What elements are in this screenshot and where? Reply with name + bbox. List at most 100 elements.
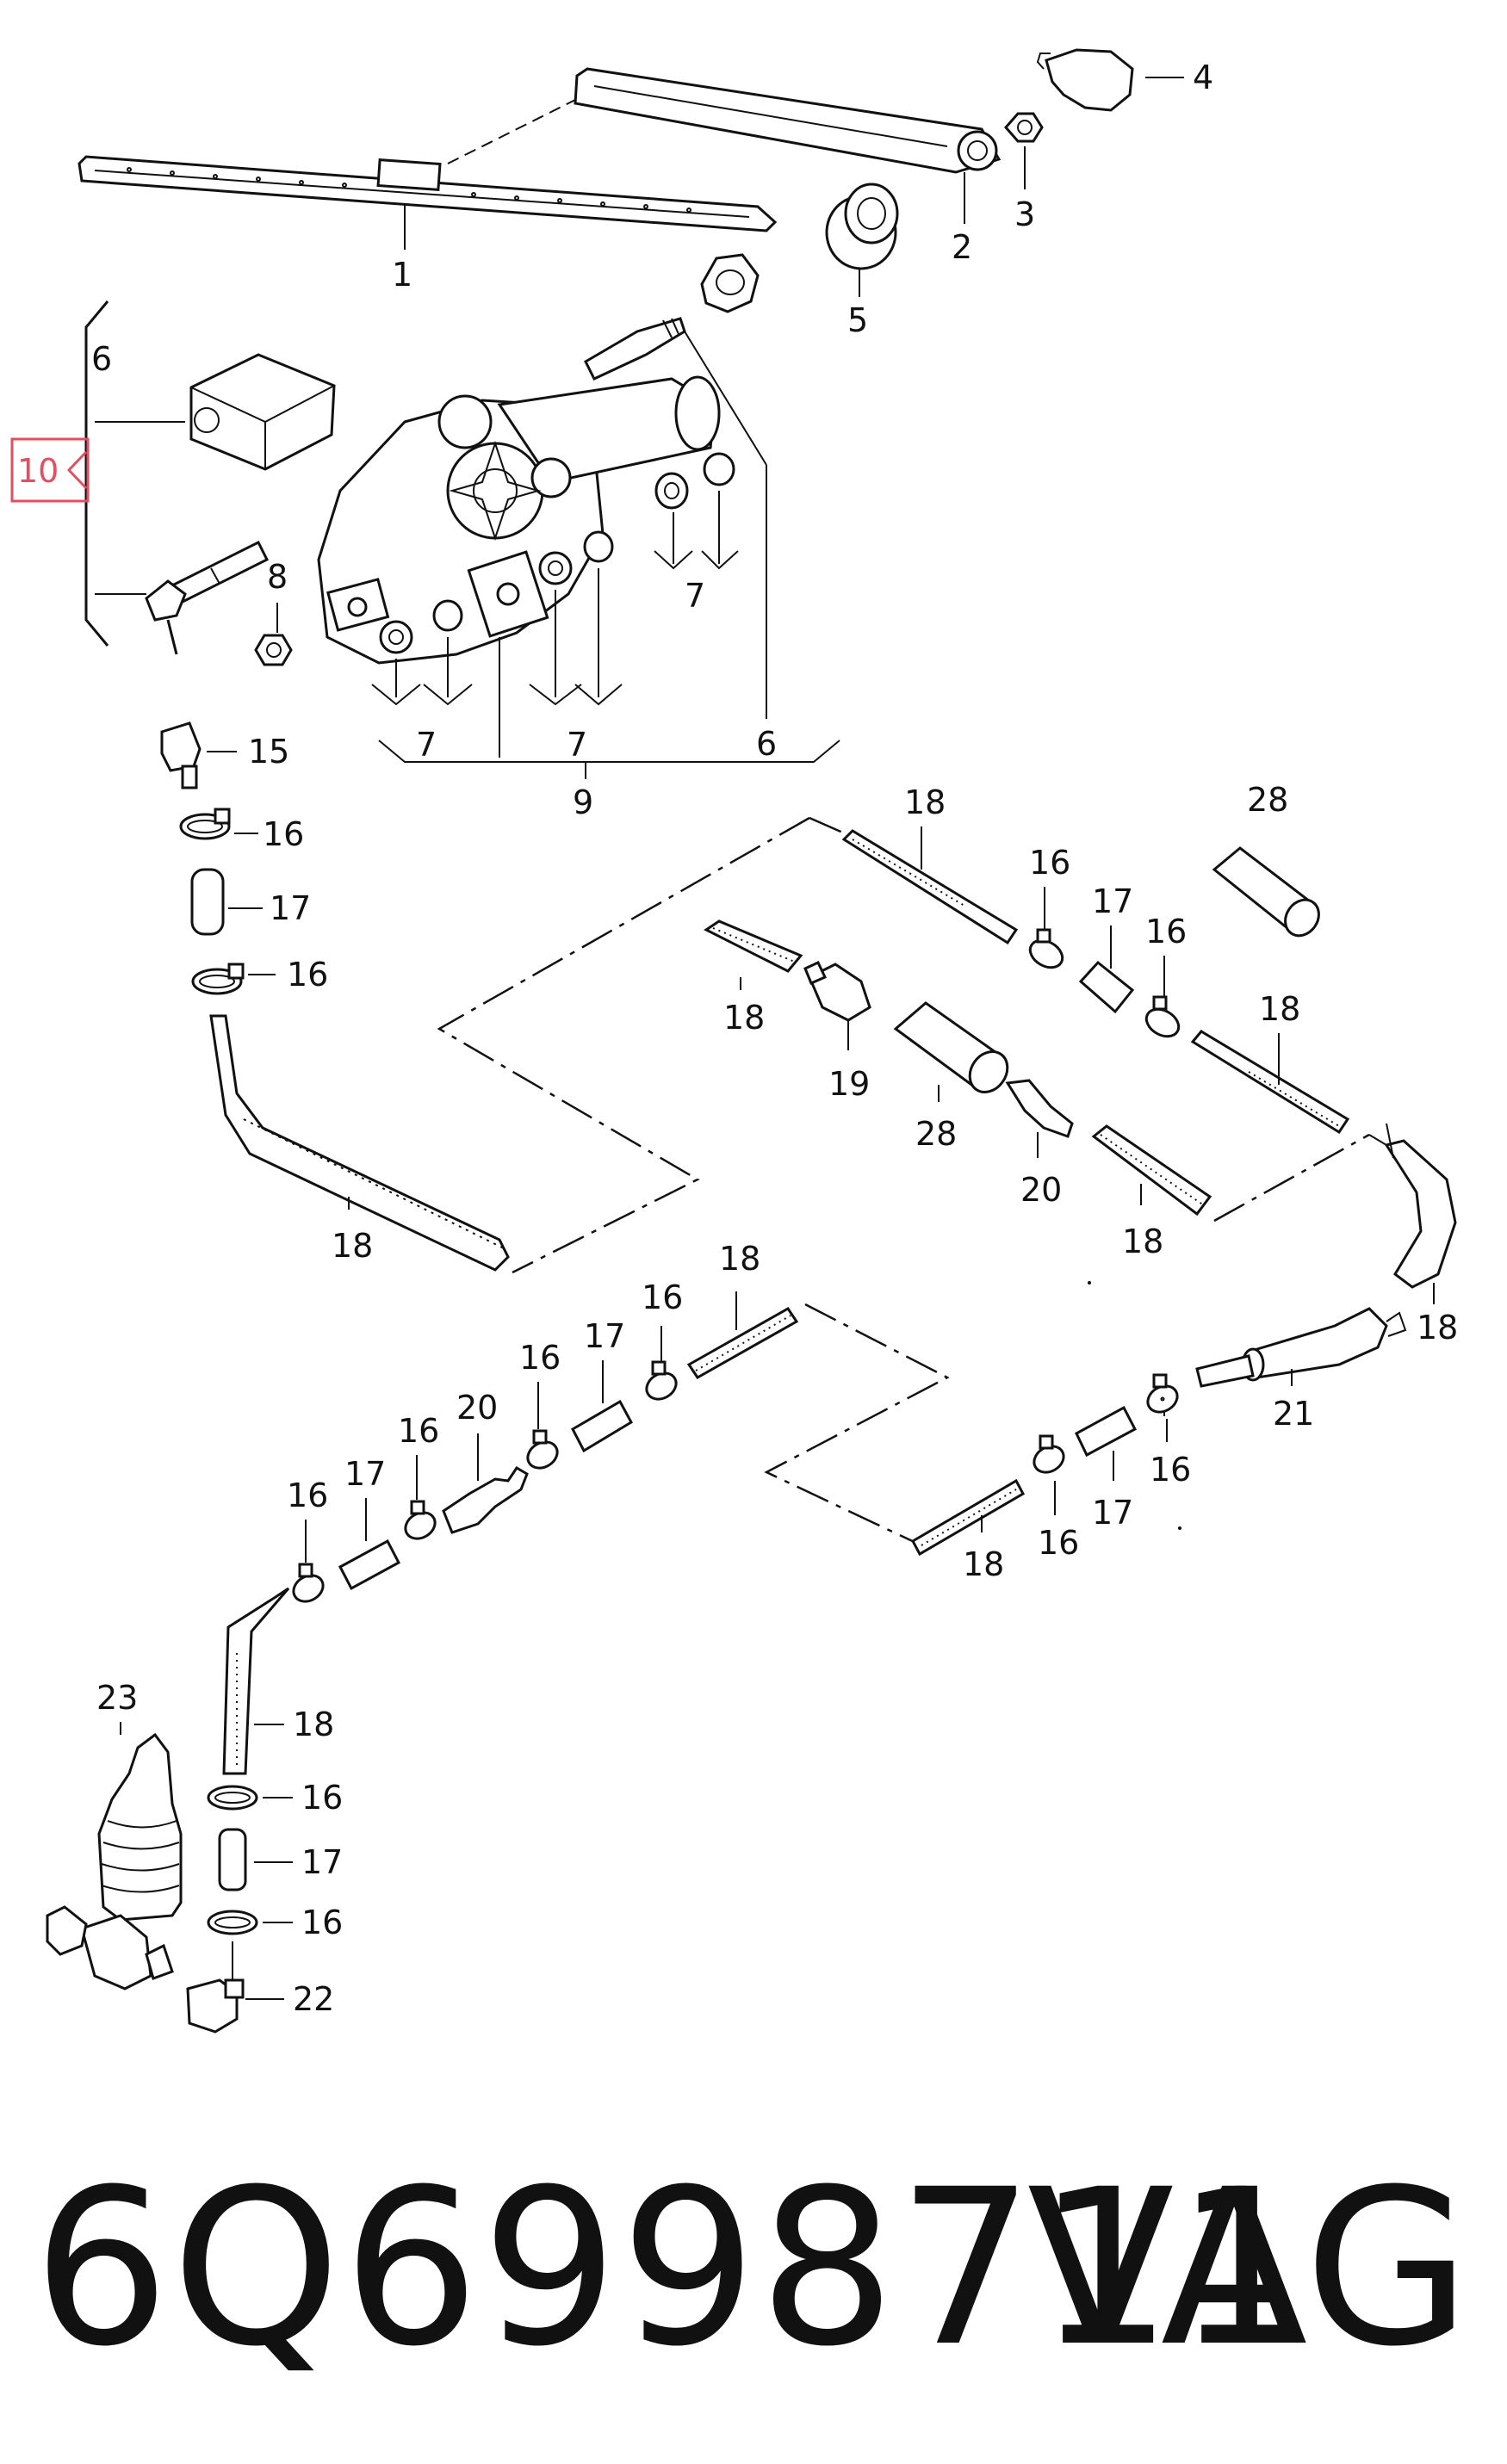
hose-17-e[interactable] <box>338 1538 401 1591</box>
brand-name: VAG <box>1026 2143 1471 2393</box>
hose-17-c[interactable] <box>1075 1405 1138 1458</box>
cover-cap[interactable] <box>1036 48 1134 112</box>
wiper-motor[interactable] <box>317 375 721 665</box>
corrugated-hose-lower-left[interactable] <box>686 1307 799 1379</box>
callout-10-box[interactable]: 10 <box>10 437 90 503</box>
speck <box>1178 1526 1181 1530</box>
hose-clamp-j[interactable] <box>288 1563 327 1607</box>
elbow-connector-22[interactable] <box>186 1941 245 2034</box>
callout-16-a: 16 <box>263 815 304 853</box>
callout-16-i: 16 <box>398 1412 439 1450</box>
hose-clamp-a[interactable] <box>179 808 231 840</box>
callout-6-right: 6 <box>756 725 777 763</box>
callout-18-i: 18 <box>293 1706 334 1743</box>
nut[interactable] <box>1004 112 1044 143</box>
callout-7-right: 7 <box>685 577 705 615</box>
callout-18-a: 18 <box>332 1227 373 1265</box>
connector-15[interactable] <box>160 721 202 789</box>
callout-20-upper: 20 <box>1020 1171 1062 1209</box>
callout-5: 5 <box>847 301 868 339</box>
hose-clamp-i[interactable] <box>400 1500 439 1544</box>
callout-10: 10 <box>17 452 59 490</box>
callout-21: 21 <box>1273 1395 1314 1433</box>
callout-16-j: 16 <box>287 1477 328 1514</box>
callout-16-b: 16 <box>287 956 328 994</box>
callout-16-f: 16 <box>1150 1451 1191 1489</box>
jet-connector[interactable] <box>145 579 187 655</box>
hose-17-a[interactable] <box>190 868 225 936</box>
drive-spindle[interactable] <box>584 317 686 381</box>
sleeve-28-upper[interactable] <box>1212 846 1325 942</box>
part-number: 6Q6998711 <box>33 2143 1314 2393</box>
callout-16-c: 16 <box>1029 844 1070 882</box>
corrugated-hose-middle[interactable] <box>704 919 803 973</box>
hex-nut[interactable] <box>254 634 293 666</box>
callout-22: 22 <box>293 1980 334 2018</box>
hose-clamp-d[interactable] <box>1142 995 1184 1042</box>
corrugated-hose-lower-right[interactable] <box>910 1478 1026 1557</box>
inline-filter[interactable] <box>1195 1307 1407 1388</box>
corrugated-hose-lower-mid[interactable] <box>1091 1124 1212 1217</box>
hose-17-d[interactable] <box>571 1399 634 1453</box>
footer: 6Q6998711 VAG <box>0 2127 1507 2411</box>
callout-23: 23 <box>96 1679 138 1717</box>
hose-clamp-f[interactable] <box>1143 1373 1181 1417</box>
callout-18-d: 18 <box>904 783 946 821</box>
callout-16-k: 16 <box>301 1779 343 1817</box>
rubber-mounts[interactable] <box>379 452 735 654</box>
hose-clamp-h[interactable] <box>523 1429 561 1473</box>
hose-clamp-e[interactable] <box>1029 1434 1068 1477</box>
callout-6-left: 6 <box>91 340 112 378</box>
callout-18-c: 18 <box>1122 1223 1163 1260</box>
callout-7-left: 7 <box>416 726 437 764</box>
callout-16-l: 16 <box>301 1904 343 1941</box>
callout-4: 4 <box>1193 59 1213 96</box>
hose-clamp-g[interactable] <box>642 1360 680 1404</box>
callout-3: 3 <box>1014 195 1035 233</box>
callout-16-e: 16 <box>1038 1524 1079 1562</box>
callout-20-lower: 20 <box>456 1389 498 1427</box>
washer-pump[interactable] <box>46 1732 183 1990</box>
callout-28-upper: 28 <box>1247 781 1288 819</box>
callout-17-f: 17 <box>301 1843 343 1881</box>
corrugated-hose-right[interactable] <box>1190 1030 1350 1135</box>
callout-18-h: 18 <box>719 1240 760 1278</box>
callout-15: 15 <box>248 733 289 771</box>
hose-clamp-l[interactable] <box>207 1910 258 1935</box>
callout-17-a: 17 <box>270 889 311 927</box>
callout-17-e: 17 <box>344 1455 386 1493</box>
callout-18-b: 18 <box>723 999 765 1037</box>
serrated-washer[interactable] <box>700 253 760 313</box>
callout-7-center: 7 <box>567 726 587 764</box>
hose-clamp-m[interactable] <box>1160 1396 1165 1402</box>
sleeve-28-middle[interactable] <box>893 1001 1015 1099</box>
hose-17-b[interactable] <box>1078 960 1135 1014</box>
connector-20-lower[interactable] <box>442 1465 529 1534</box>
callout-16-h: 16 <box>519 1339 561 1377</box>
callout-8: 8 <box>267 558 288 596</box>
callout-17-d: 17 <box>584 1317 625 1355</box>
callout-9: 9 <box>573 783 593 821</box>
hose-17-f[interactable] <box>218 1828 247 1891</box>
callout-18-e: 18 <box>1259 990 1300 1028</box>
callout-2: 2 <box>952 228 972 266</box>
speck <box>1088 1281 1091 1285</box>
callout-17-b: 17 <box>1092 882 1133 920</box>
hose-clamp-b[interactable] <box>191 963 245 995</box>
corrugated-hose-vertical-right[interactable] <box>1368 1123 1457 1289</box>
corrugated-hose-lower-vertical[interactable] <box>222 1587 290 1775</box>
grommet[interactable] <box>825 183 899 270</box>
corrugated-hose-left[interactable] <box>209 1014 510 1272</box>
callout-1: 1 <box>392 256 412 294</box>
callout-19: 19 <box>828 1065 870 1103</box>
adapter-19[interactable] <box>803 961 871 1022</box>
corrugated-hose-upper-right[interactable] <box>841 829 1019 945</box>
hose-clamp-c[interactable] <box>1026 928 1068 973</box>
hose-clamp-k[interactable] <box>207 1785 258 1811</box>
connector-20-upper[interactable] <box>1005 1079 1074 1138</box>
callout-28-middle: 28 <box>915 1115 957 1153</box>
wiper-blade[interactable] <box>78 155 778 232</box>
control-module-box[interactable] <box>189 353 336 471</box>
wiper-arm[interactable] <box>574 67 1002 174</box>
